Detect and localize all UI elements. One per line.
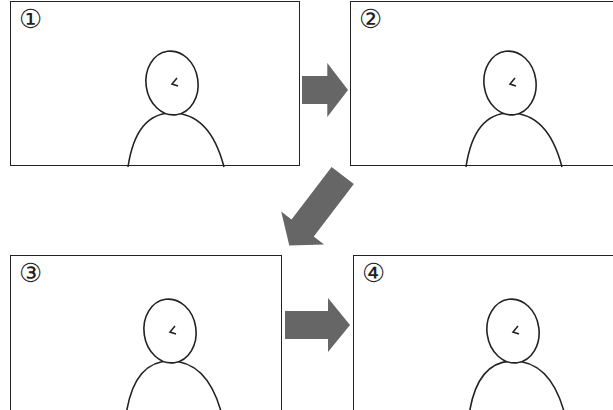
person-figure: [469, 296, 565, 410]
panel-number: ①: [19, 4, 42, 34]
comic-panel: ②: [350, 1, 613, 166]
person-figure: [466, 48, 562, 167]
block-arrow: [285, 298, 350, 352]
panel-number: ④: [362, 258, 385, 288]
comic-panel: ④: [353, 255, 613, 410]
person-figure: [126, 296, 222, 410]
block-arrow: [281, 167, 354, 245]
comic-panel: ③: [10, 255, 282, 410]
panel-number: ②: [359, 4, 382, 34]
panel-number: ③: [19, 258, 42, 288]
person-figure: [128, 48, 224, 167]
block-arrow: [302, 63, 348, 117]
comic-panel: ①: [10, 1, 300, 166]
